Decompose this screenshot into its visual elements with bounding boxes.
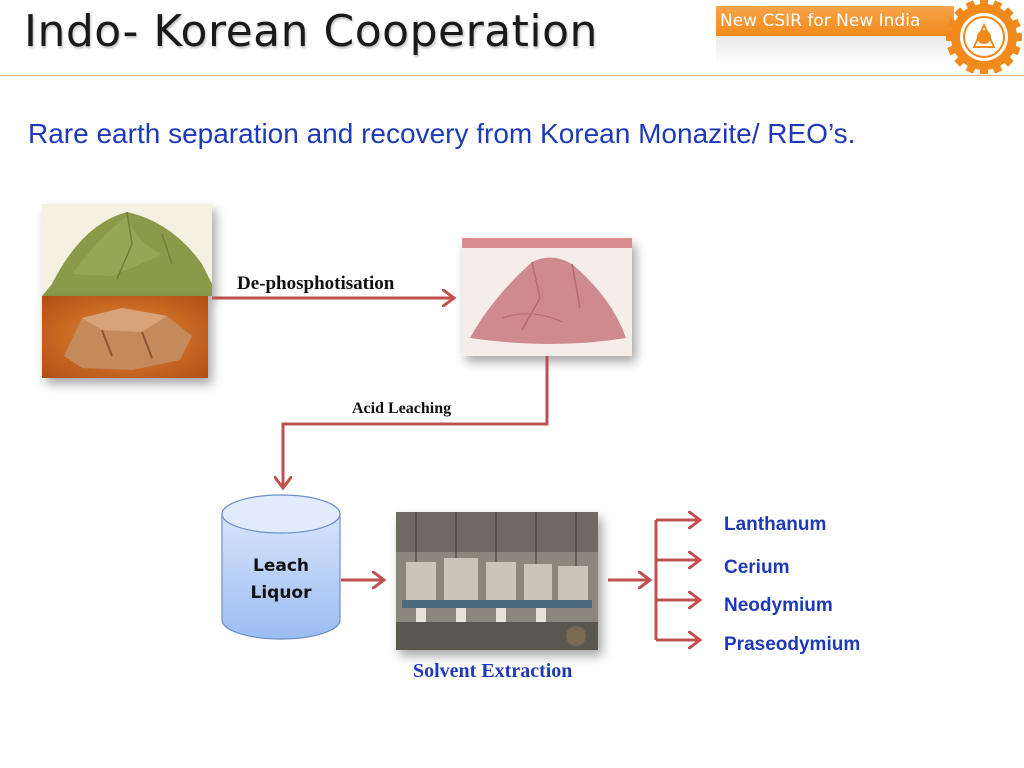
leach-liquor-line2: Liquor: [250, 583, 312, 603]
leach-liquor-cylinder: [221, 494, 341, 640]
product-praseodymium: Praseodymium: [724, 634, 861, 655]
acid-leaching-label: Acid Leaching: [352, 400, 452, 417]
banner-reflection: [716, 36, 954, 66]
header-divider: [0, 75, 1024, 76]
leach-liquor-label: Leach Liquor: [221, 553, 341, 607]
monazite-ore-photo: [42, 296, 208, 378]
acid-leaching-arrow: [283, 356, 549, 488]
csir-banner: New CSIR for New India: [716, 6, 954, 36]
solvent-extraction-label: Solvent Extraction: [413, 660, 573, 682]
dephosphorized-powder-photo: [462, 238, 632, 356]
product-cerium: Cerium: [724, 557, 790, 578]
slide-subtitle: Rare earth separation and recovery from …: [28, 118, 856, 149]
leach-liquor-line1: Leach: [252, 556, 309, 576]
dephosphotisation-label: De-phosphotisation: [237, 273, 395, 294]
slide-title: Indo- Korean Cooperation: [24, 6, 598, 57]
csir-logo-icon: [946, 0, 1022, 74]
monazite-powder-photo: [42, 204, 212, 296]
product-neodymium: Neodymium: [724, 595, 833, 616]
product-lanthanum: Lanthanum: [724, 514, 827, 535]
solvent-extraction-lab-photo: [396, 512, 598, 650]
